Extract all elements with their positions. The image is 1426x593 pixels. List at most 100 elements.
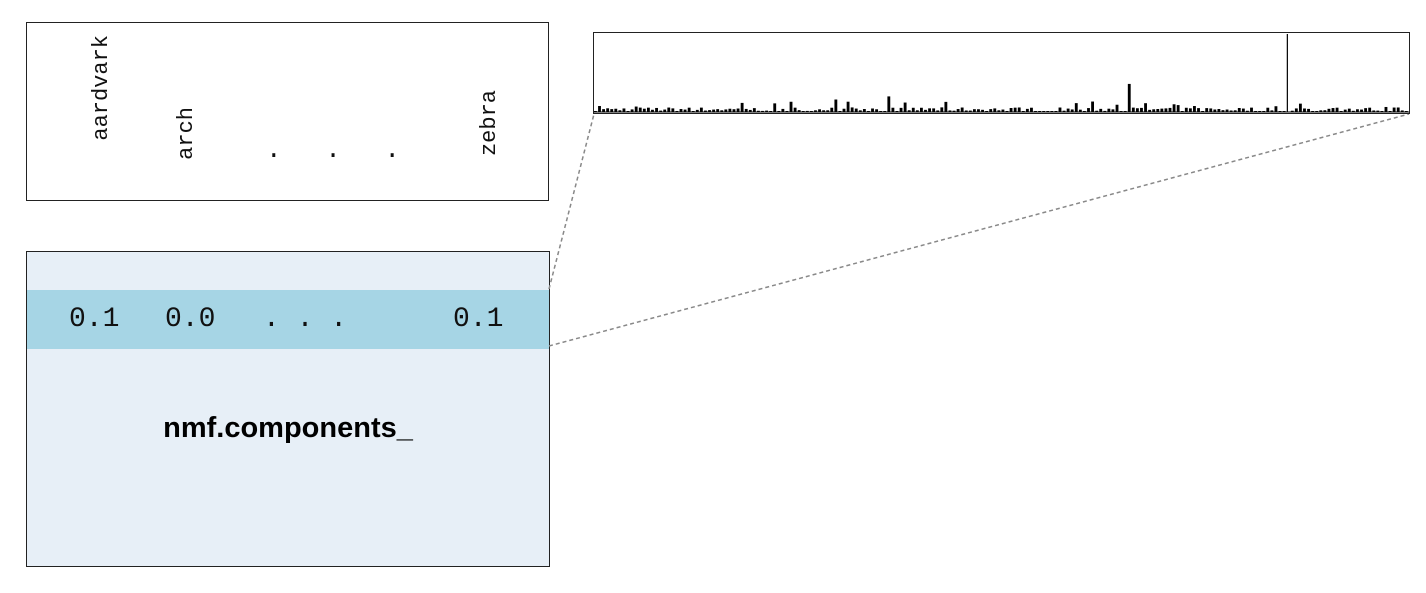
barcode-bar xyxy=(895,111,899,112)
barcode-bar xyxy=(1221,110,1225,112)
barcode-bar xyxy=(1074,103,1078,112)
vocab-word-arch: arch xyxy=(174,107,199,160)
barcode-bar xyxy=(944,101,948,112)
barcode-bar xyxy=(1188,108,1192,112)
barcode-bar xyxy=(1054,111,1058,112)
barcode-bar xyxy=(1368,107,1372,112)
barcode-bar xyxy=(1246,110,1249,112)
barcode-bar xyxy=(691,111,695,112)
barcode-bar xyxy=(1274,106,1278,112)
barcode-bar xyxy=(1323,110,1327,112)
barcode-bar xyxy=(1254,111,1257,112)
barcode-bar xyxy=(769,111,773,112)
row-value-arch: 0.0 xyxy=(165,304,216,335)
barcode-bar xyxy=(1384,106,1388,112)
barcode-bar xyxy=(1396,107,1400,112)
barcode-bar xyxy=(594,111,597,112)
barcode-bar xyxy=(655,107,658,112)
barcode-bar xyxy=(671,108,675,112)
barcode-bar xyxy=(1107,108,1111,112)
barcode-bar xyxy=(765,110,768,112)
barcode-bar xyxy=(875,109,879,112)
barcode-bar xyxy=(940,107,944,112)
barcode-bar xyxy=(1327,108,1331,112)
barcode-bar xyxy=(720,110,724,112)
barcode-bar xyxy=(1380,111,1384,112)
barcode-bar xyxy=(1038,111,1042,112)
barcode-bar xyxy=(1058,107,1062,112)
barcode-bar xyxy=(1034,111,1037,112)
barcode-bar xyxy=(748,109,752,112)
barcode-bar xyxy=(1070,109,1074,112)
barcode-bar xyxy=(1278,111,1282,112)
vocab-word-aardvark: aardvark xyxy=(89,35,114,141)
barcode-bar xyxy=(1392,107,1396,112)
barcode-bar xyxy=(699,107,703,112)
barcode-bar xyxy=(1351,110,1355,112)
barcode-bar xyxy=(1233,110,1237,112)
barcode-bar xyxy=(1050,111,1054,112)
barcode-bar xyxy=(1266,107,1270,112)
components-matrix: 0.1 0.0 . . . 0.1 nmf.components_ xyxy=(26,251,550,567)
barcode-bar xyxy=(985,111,989,112)
barcode-bar xyxy=(1115,104,1119,112)
barcode-bar xyxy=(683,109,687,112)
barcode-bar xyxy=(928,108,931,112)
barcode-bar xyxy=(744,108,748,112)
barcode-bar xyxy=(1205,108,1209,112)
barcode-bar xyxy=(1005,111,1009,112)
barcode-bar xyxy=(822,110,826,112)
barcode-bar xyxy=(1282,111,1286,112)
barcode-bar xyxy=(956,109,960,112)
barcode-bar xyxy=(704,110,707,112)
barcode-bar xyxy=(1176,105,1180,112)
barcode-bar xyxy=(634,106,638,112)
barcode-bar xyxy=(1095,110,1099,112)
row-value-zebra: 0.1 xyxy=(453,304,504,335)
barcode-bar xyxy=(687,107,691,112)
barcode-bar xyxy=(842,108,846,112)
barcode-bar xyxy=(1286,34,1288,112)
barcode-bar xyxy=(960,107,964,112)
barcode-bar xyxy=(1046,111,1050,112)
barcode-bar xyxy=(1388,111,1392,112)
barcode-bar xyxy=(1062,110,1066,112)
barcode-bar xyxy=(1042,111,1046,112)
barcode-bar xyxy=(606,108,610,112)
barcode-bar xyxy=(968,110,972,112)
barcode-bar xyxy=(1213,109,1217,112)
barcode-bar xyxy=(675,110,679,112)
barcode-bar xyxy=(1009,108,1013,112)
barcode-bar xyxy=(1335,107,1339,112)
barcode-bar xyxy=(651,109,654,112)
barcode-bar xyxy=(602,109,605,112)
barcode-bar xyxy=(1250,107,1253,112)
barcode-bar xyxy=(1111,109,1115,112)
barcode-bar xyxy=(1144,103,1147,112)
barcode-bar xyxy=(679,109,683,112)
barcode-bar xyxy=(757,110,760,112)
barcode-bar xyxy=(1311,111,1315,112)
barcode-bar xyxy=(1135,108,1139,112)
barcode-bar xyxy=(1347,108,1351,112)
barcode-bar xyxy=(883,111,887,112)
barcode-bar xyxy=(903,102,907,112)
barcode-bar xyxy=(667,107,671,112)
barcode-bar xyxy=(879,111,883,112)
barcode-bar xyxy=(1360,109,1363,112)
barcode-bar xyxy=(1331,108,1335,112)
barcode-bar xyxy=(1193,106,1196,112)
barcode-bar xyxy=(1083,110,1086,112)
highlighted-component-row: 0.1 0.0 . . . 0.1 xyxy=(27,290,549,349)
barcode-bar xyxy=(1229,110,1233,112)
matrix-title: nmf.components_ xyxy=(163,412,413,444)
barcode-bar xyxy=(1209,108,1213,112)
barcode-bar xyxy=(1078,109,1082,112)
barcode-bar xyxy=(1225,109,1229,112)
barcode-bar xyxy=(1262,111,1266,112)
barcode-bar xyxy=(663,109,667,112)
barcode-bar xyxy=(936,110,940,112)
barcode-bar xyxy=(1184,107,1188,112)
barcode-bar xyxy=(1356,109,1359,112)
row-ellipsis: . . . xyxy=(263,304,348,335)
